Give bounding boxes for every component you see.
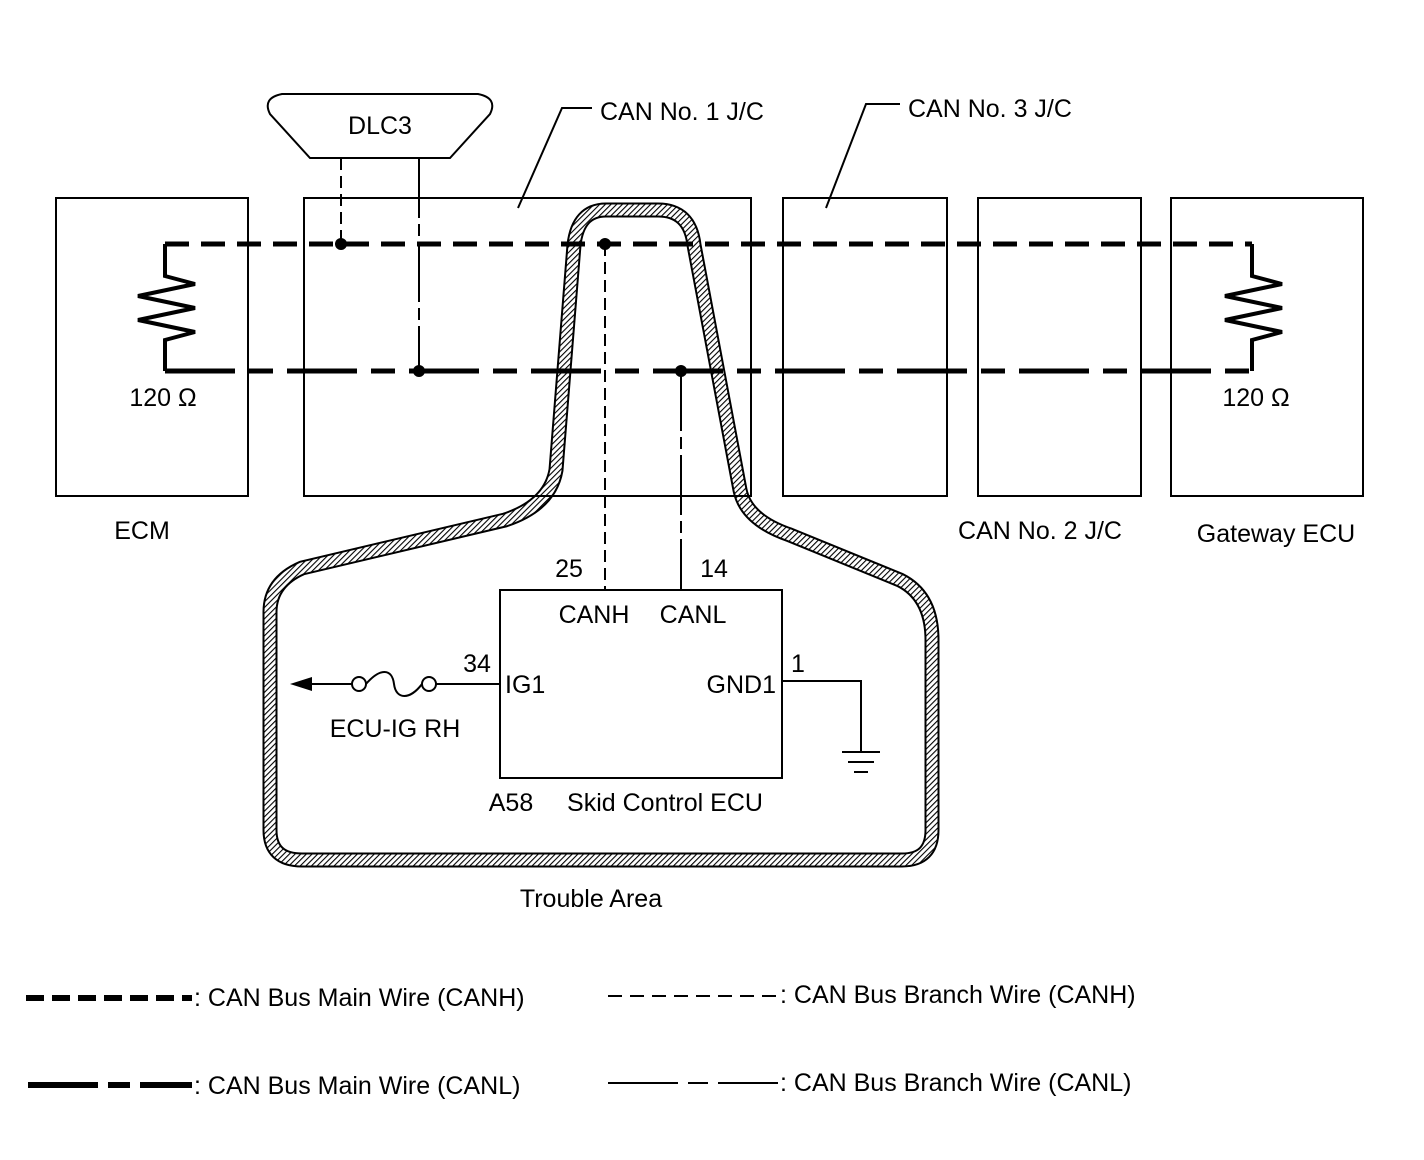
fuse-terminal bbox=[421, 676, 437, 692]
pin-25-label: 25 bbox=[555, 555, 583, 583]
gnd1-wire bbox=[782, 680, 862, 752]
legend-branch-canl-text: : CAN Bus Branch Wire (CANL) bbox=[780, 1069, 1131, 1097]
junction-dot bbox=[413, 365, 425, 377]
canl-pin-label: CANL bbox=[660, 601, 727, 629]
gnd1-pin-label: GND1 bbox=[707, 671, 776, 699]
dlc3-connector bbox=[266, 93, 494, 159]
can2-jc-box bbox=[977, 197, 1142, 497]
pin-34-label: 34 bbox=[463, 650, 491, 678]
ig1-pin-label: IG1 bbox=[505, 671, 545, 699]
trouble-area-outline bbox=[262, 202, 940, 868]
junction-dot bbox=[675, 365, 687, 377]
can3-jc-box bbox=[782, 197, 948, 497]
resistor-right bbox=[1224, 244, 1283, 371]
gateway-ecu-label: Gateway ECU bbox=[1197, 520, 1355, 548]
resistor-left-label: 120 Ω bbox=[129, 384, 196, 412]
legend-main-canh-text: : CAN Bus Main Wire (CANH) bbox=[194, 984, 525, 1012]
can2-jc-label: CAN No. 2 J/C bbox=[958, 517, 1122, 545]
pin-1-label: 1 bbox=[791, 650, 805, 678]
can3-jc-label: CAN No. 3 J/C bbox=[908, 95, 1072, 123]
junction-dot bbox=[335, 238, 347, 250]
junction-dot bbox=[599, 238, 611, 250]
ground-icon bbox=[842, 751, 880, 773]
fuse-terminal bbox=[351, 676, 367, 692]
connector-code-label: A58 bbox=[489, 789, 533, 817]
resistor-right-label: 120 Ω bbox=[1222, 384, 1289, 412]
can1-jc-box bbox=[303, 197, 752, 497]
canh-pin-label: CANH bbox=[559, 601, 630, 629]
trouble-area-label: Trouble Area bbox=[520, 885, 662, 913]
can1-jc-label: CAN No. 1 J/C bbox=[600, 98, 764, 126]
pin-14-label: 14 bbox=[700, 555, 728, 583]
gateway-ecu-box bbox=[1170, 197, 1364, 497]
legend-branch-canh-text: : CAN Bus Branch Wire (CANH) bbox=[780, 981, 1136, 1009]
fuse-label: ECU-IG RH bbox=[330, 715, 461, 743]
arrow-left-icon bbox=[290, 677, 312, 691]
legend-main-canl-text: : CAN Bus Main Wire (CANL) bbox=[194, 1072, 520, 1100]
can1-leader-line bbox=[517, 107, 592, 209]
can3-leader-line bbox=[825, 103, 900, 209]
resistor-left bbox=[137, 244, 196, 371]
dlc3-label: DLC3 bbox=[348, 112, 412, 140]
fuse-icon bbox=[365, 671, 423, 697]
ecm-label: ECM bbox=[114, 517, 170, 545]
skid-control-ecu-label: Skid Control ECU bbox=[567, 789, 763, 817]
ecm-box bbox=[55, 197, 249, 497]
